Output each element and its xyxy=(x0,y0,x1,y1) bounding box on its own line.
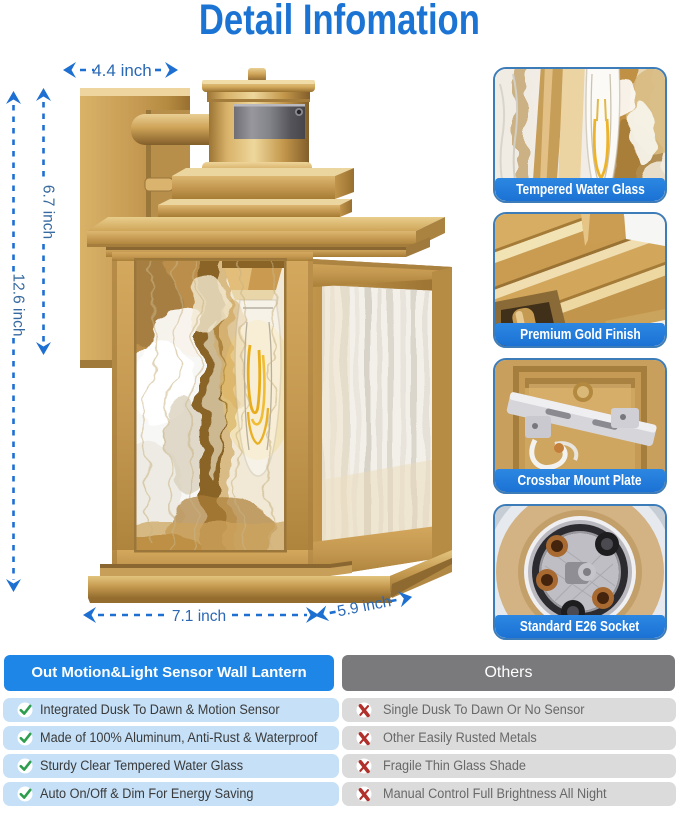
svg-text:12.6 inch: 12.6 inch xyxy=(10,274,27,337)
svg-text:6.7 inch: 6.7 inch xyxy=(40,185,57,239)
svg-text:4.4 inch: 4.4 inch xyxy=(92,61,152,80)
svg-text:7.1 inch: 7.1 inch xyxy=(172,608,226,625)
